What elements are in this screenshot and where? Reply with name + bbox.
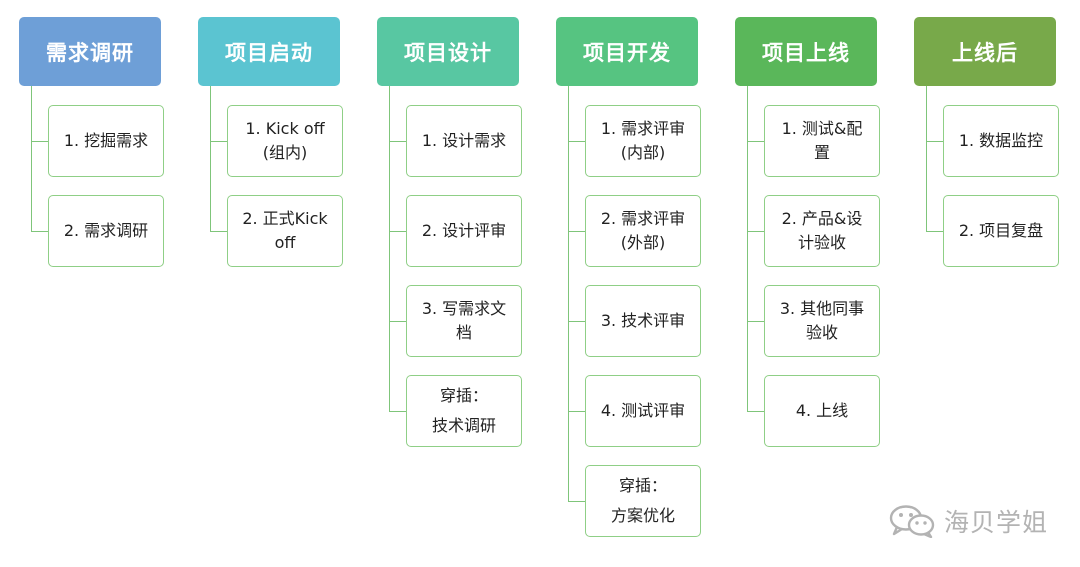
connector-vertical xyxy=(31,86,32,232)
connector-horizontal xyxy=(568,411,585,412)
watermark: 海贝学姐 xyxy=(888,503,1048,539)
task-box: 3. 写需求文 档 xyxy=(406,285,522,357)
connector-vertical xyxy=(926,86,927,232)
task-box: 1. 测试&配 置 xyxy=(764,105,880,177)
watermark-text: 海贝学姐 xyxy=(944,508,1049,537)
task-box: 2. 正式Kick off xyxy=(227,195,343,267)
connector-horizontal xyxy=(31,231,48,232)
task-box: 4. 测试评审 xyxy=(585,375,701,447)
task-box: 2. 产品&设 计验收 xyxy=(764,195,880,267)
connector-horizontal xyxy=(389,141,406,142)
task-box: 1. 挖掘需求 xyxy=(48,105,164,177)
task-box: 2. 项目复盘 xyxy=(943,195,1059,267)
task-box: 1. 需求评审 (内部) xyxy=(585,105,701,177)
connector-vertical xyxy=(568,86,569,502)
task-box: 穿插： 技术调研 xyxy=(406,375,522,447)
connector-horizontal xyxy=(389,321,406,322)
phase-header: 项目设计 xyxy=(377,17,519,86)
connector-horizontal xyxy=(568,141,585,142)
task-box: 1. Kick off (组内) xyxy=(227,105,343,177)
connector-horizontal xyxy=(568,321,585,322)
task-box: 1. 设计需求 xyxy=(406,105,522,177)
phase-header: 上线后 xyxy=(914,17,1056,86)
connector-vertical xyxy=(747,86,748,412)
task-box: 4. 上线 xyxy=(764,375,880,447)
task-box: 2. 需求评审 (外部) xyxy=(585,195,701,267)
connector-horizontal xyxy=(568,501,585,502)
wechat-icon xyxy=(889,505,935,538)
connector-horizontal xyxy=(747,141,764,142)
phase-header: 项目启动 xyxy=(198,17,340,86)
task-box: 穿插： 方案优化 xyxy=(585,465,701,537)
connector-horizontal xyxy=(568,231,585,232)
connector-horizontal xyxy=(389,411,406,412)
phase-header: 项目上线 xyxy=(735,17,877,86)
connector-horizontal xyxy=(926,231,943,232)
connector-horizontal xyxy=(210,231,227,232)
connector-horizontal xyxy=(926,141,943,142)
connector-horizontal xyxy=(747,321,764,322)
connector-horizontal xyxy=(747,411,764,412)
task-box: 3. 技术评审 xyxy=(585,285,701,357)
connector-vertical xyxy=(210,86,211,232)
connector-horizontal xyxy=(31,141,48,142)
phase-header: 项目开发 xyxy=(556,17,698,86)
task-box: 3. 其他同事 验收 xyxy=(764,285,880,357)
phase-header: 需求调研 xyxy=(19,17,161,86)
connector-horizontal xyxy=(747,231,764,232)
task-box: 1. 数据监控 xyxy=(943,105,1059,177)
connector-horizontal xyxy=(210,141,227,142)
task-box: 2. 需求调研 xyxy=(48,195,164,267)
connector-horizontal xyxy=(389,231,406,232)
connector-vertical xyxy=(389,86,390,412)
task-box: 2. 设计评审 xyxy=(406,195,522,267)
